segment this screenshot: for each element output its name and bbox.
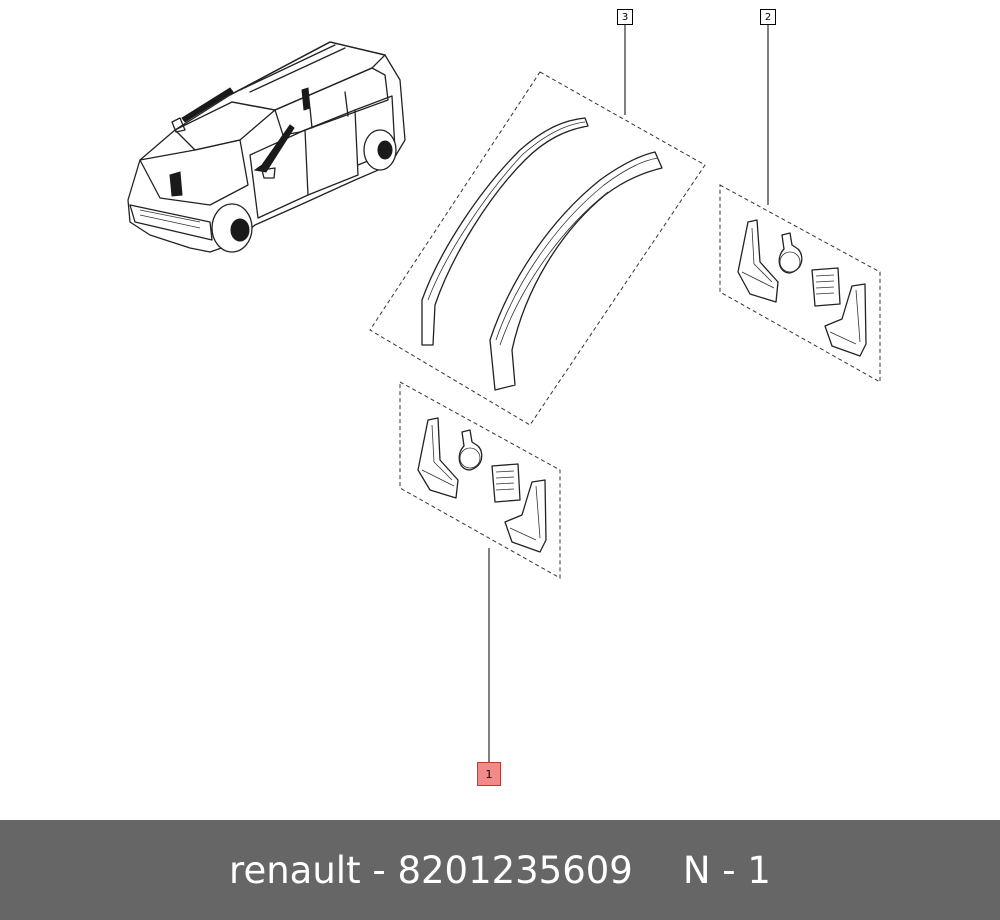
callout-1[interactable]: 1: [477, 762, 501, 786]
footer-bar: renault - 8201235609 N - 1: [0, 820, 1000, 920]
callout-2[interactable]: 2: [760, 9, 776, 25]
part-group-2: [719, 184, 881, 383]
parts-diagram: [127, 25, 881, 762]
part-group-1: [399, 381, 561, 762]
callout-3[interactable]: 3: [617, 9, 633, 25]
part-group-3: [369, 71, 706, 426]
footer-quantity: N - 1: [682, 848, 771, 892]
vehicle-illustration: [127, 41, 406, 253]
footer-part-number: renault - 8201235609: [229, 848, 633, 892]
